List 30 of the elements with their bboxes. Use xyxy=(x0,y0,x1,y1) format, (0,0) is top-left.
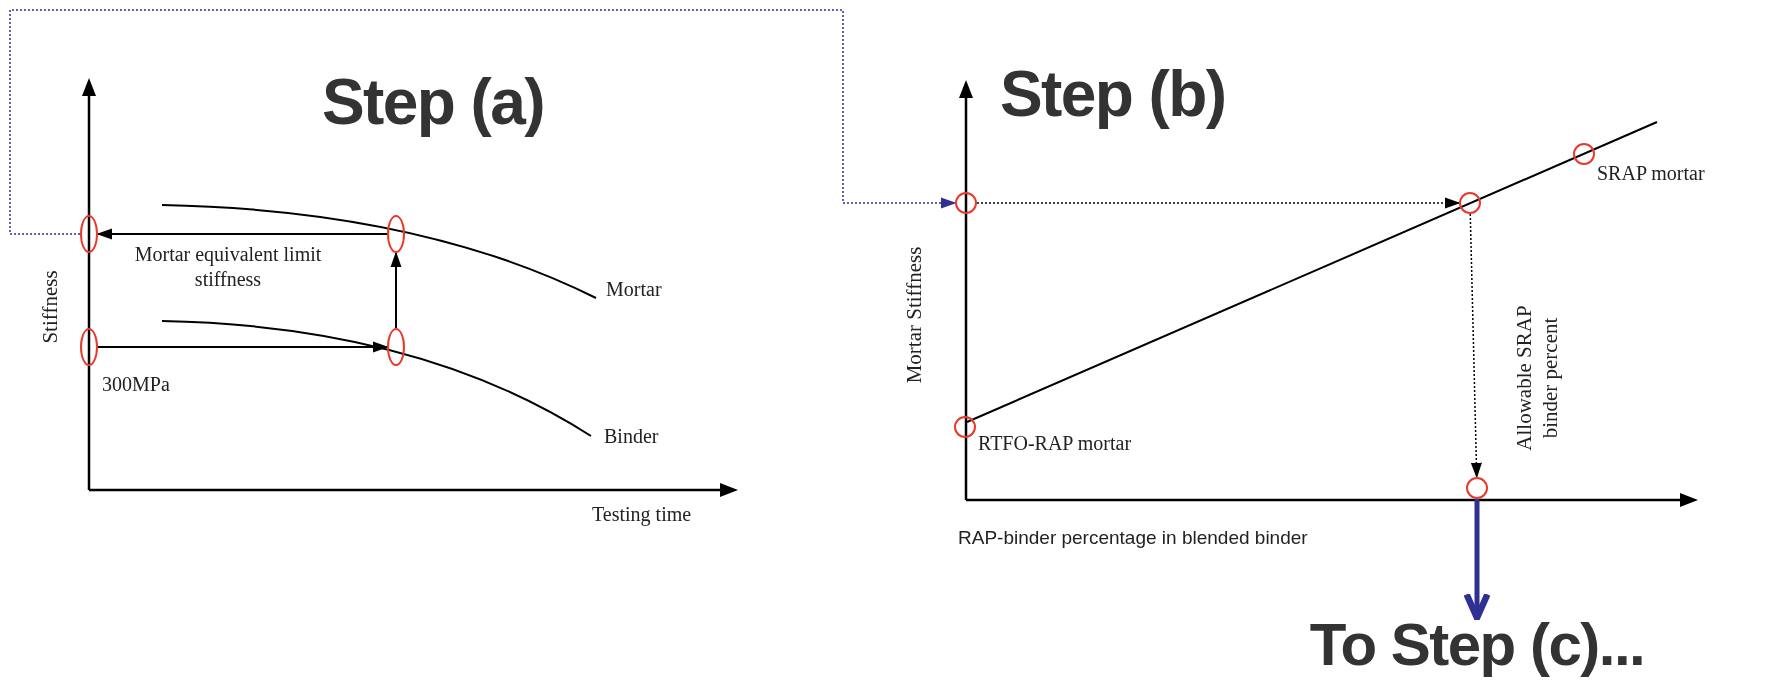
thick-arrow xyxy=(1463,499,1491,622)
arrow xyxy=(9,9,957,235)
marker-ellipse xyxy=(1573,143,1595,165)
annotation-text: Allowable SRAP binder percent xyxy=(1510,304,1563,453)
step-heading: To Step (c)... xyxy=(1257,610,1697,680)
marker-ellipse xyxy=(955,192,977,214)
arrow xyxy=(1469,213,1482,479)
marker-ellipse xyxy=(387,215,405,253)
arrow xyxy=(976,197,1461,209)
arrow xyxy=(97,341,389,353)
arrow xyxy=(96,228,388,240)
annotation-text: Binder xyxy=(604,424,659,449)
axis-label: RAP-binder percentage in blended binder xyxy=(958,526,1308,550)
annotation-text: Mortar xyxy=(606,277,662,302)
step-heading: Step (b) xyxy=(1000,57,1226,132)
axis-label: Testing time xyxy=(592,502,692,527)
marker-ellipse xyxy=(1466,477,1488,499)
curve-label: RTFO-RAP mortar xyxy=(978,431,1132,456)
marker-ellipse xyxy=(387,328,405,366)
annotation-text: Mortar equivalent limit stiffness xyxy=(133,242,323,292)
marker-ellipse xyxy=(80,215,98,253)
arrow xyxy=(390,251,402,329)
axis-label: Stiffness xyxy=(36,270,63,344)
annotation-text: 300MPa xyxy=(102,372,170,397)
marker-ellipse xyxy=(80,328,98,366)
step-heading: Step (a) xyxy=(322,65,544,140)
marker-ellipse xyxy=(1459,192,1481,214)
curve-label: SRAP mortar xyxy=(1597,161,1705,186)
axis-label: Mortar Stiffness xyxy=(900,246,927,384)
marker-ellipse xyxy=(954,416,976,438)
